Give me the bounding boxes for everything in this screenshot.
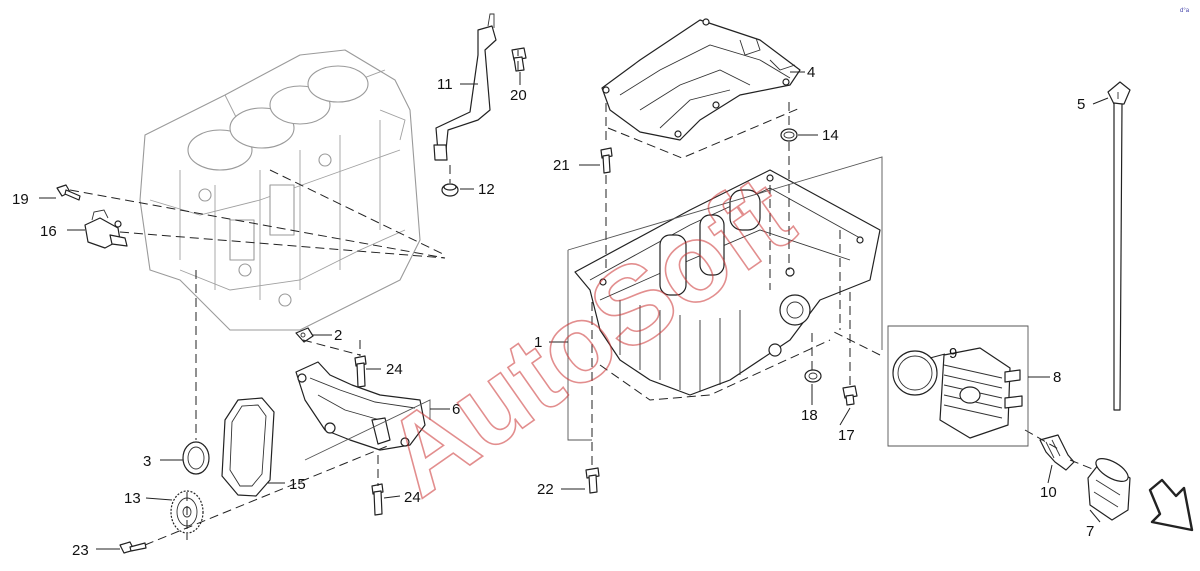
callout-18: 18 bbox=[801, 407, 818, 424]
callout-20: 20 bbox=[510, 87, 527, 104]
oring-part-14 bbox=[780, 128, 798, 142]
corner-mark: d°a bbox=[1180, 8, 1190, 14]
callout-13: 13 bbox=[124, 490, 141, 507]
washer-part-18 bbox=[804, 369, 822, 383]
bolt-part-20 bbox=[511, 47, 527, 72]
gasket-part-9 bbox=[892, 350, 938, 396]
callout-11: 11 bbox=[437, 76, 453, 93]
callout-7: 7 bbox=[1086, 523, 1094, 540]
callout-4: 4 bbox=[807, 64, 815, 81]
callout-8: 8 bbox=[1053, 369, 1061, 386]
callout-17: 17 bbox=[838, 427, 855, 444]
bolt-part-19 bbox=[56, 184, 81, 201]
chain-part-15 bbox=[221, 397, 275, 497]
callout-14: 14 bbox=[822, 127, 839, 144]
clip-part-2 bbox=[295, 327, 314, 343]
bolt-part-21 bbox=[600, 147, 613, 174]
callout-1: 1 bbox=[534, 334, 542, 351]
front-direction-arrow-icon bbox=[1148, 478, 1194, 532]
bolt-part-23 bbox=[119, 541, 147, 554]
oil-cooler-part-8 bbox=[939, 347, 1023, 439]
oil-filter-part-7 bbox=[1087, 458, 1131, 521]
callout-21: 21 bbox=[553, 157, 570, 174]
callout-22: 22 bbox=[537, 481, 554, 498]
sprocket-part-3 bbox=[182, 441, 210, 475]
baffle-plate-part-4 bbox=[601, 18, 801, 141]
callout-5: 5 bbox=[1077, 96, 1085, 113]
callout-numbers: 1 2 3 4 5 6 7 8 9 10 11 12 13 14 15 16 1… bbox=[12, 64, 1094, 559]
callout-15: 15 bbox=[289, 476, 306, 493]
drain-plug-part-17 bbox=[842, 385, 858, 406]
seal-part-12 bbox=[441, 183, 459, 197]
callout-6: 6 bbox=[452, 401, 460, 418]
callout-23: 23 bbox=[72, 542, 89, 559]
leader-lines bbox=[39, 71, 1109, 550]
dipstick-tube-part-11 bbox=[433, 13, 497, 161]
bolt-part-22 bbox=[585, 467, 600, 494]
callout-19: 19 bbox=[12, 191, 29, 208]
connector-part-10 bbox=[1039, 434, 1075, 471]
bolt-part-24-lower bbox=[371, 483, 384, 516]
assembly-dashed-lines bbox=[69, 50, 1096, 546]
callout-24-upper: 24 bbox=[386, 361, 403, 378]
callout-16: 16 bbox=[40, 223, 57, 240]
callout-12: 12 bbox=[478, 181, 495, 198]
callout-24-lower: 24 bbox=[404, 489, 421, 506]
callout-2: 2 bbox=[334, 327, 342, 344]
callout-3: 3 bbox=[143, 453, 151, 470]
sensor-part-16 bbox=[84, 209, 128, 249]
oil-pan-part-1 bbox=[574, 169, 881, 396]
callout-10: 10 bbox=[1040, 484, 1057, 501]
dipstick-part-5 bbox=[1107, 81, 1131, 411]
callout-9: 9 bbox=[949, 345, 957, 362]
engine-block bbox=[139, 49, 421, 331]
bracket-frames bbox=[304, 156, 1029, 461]
bolt-part-24-upper bbox=[354, 355, 367, 388]
oil-pump-part-6 bbox=[295, 361, 426, 451]
